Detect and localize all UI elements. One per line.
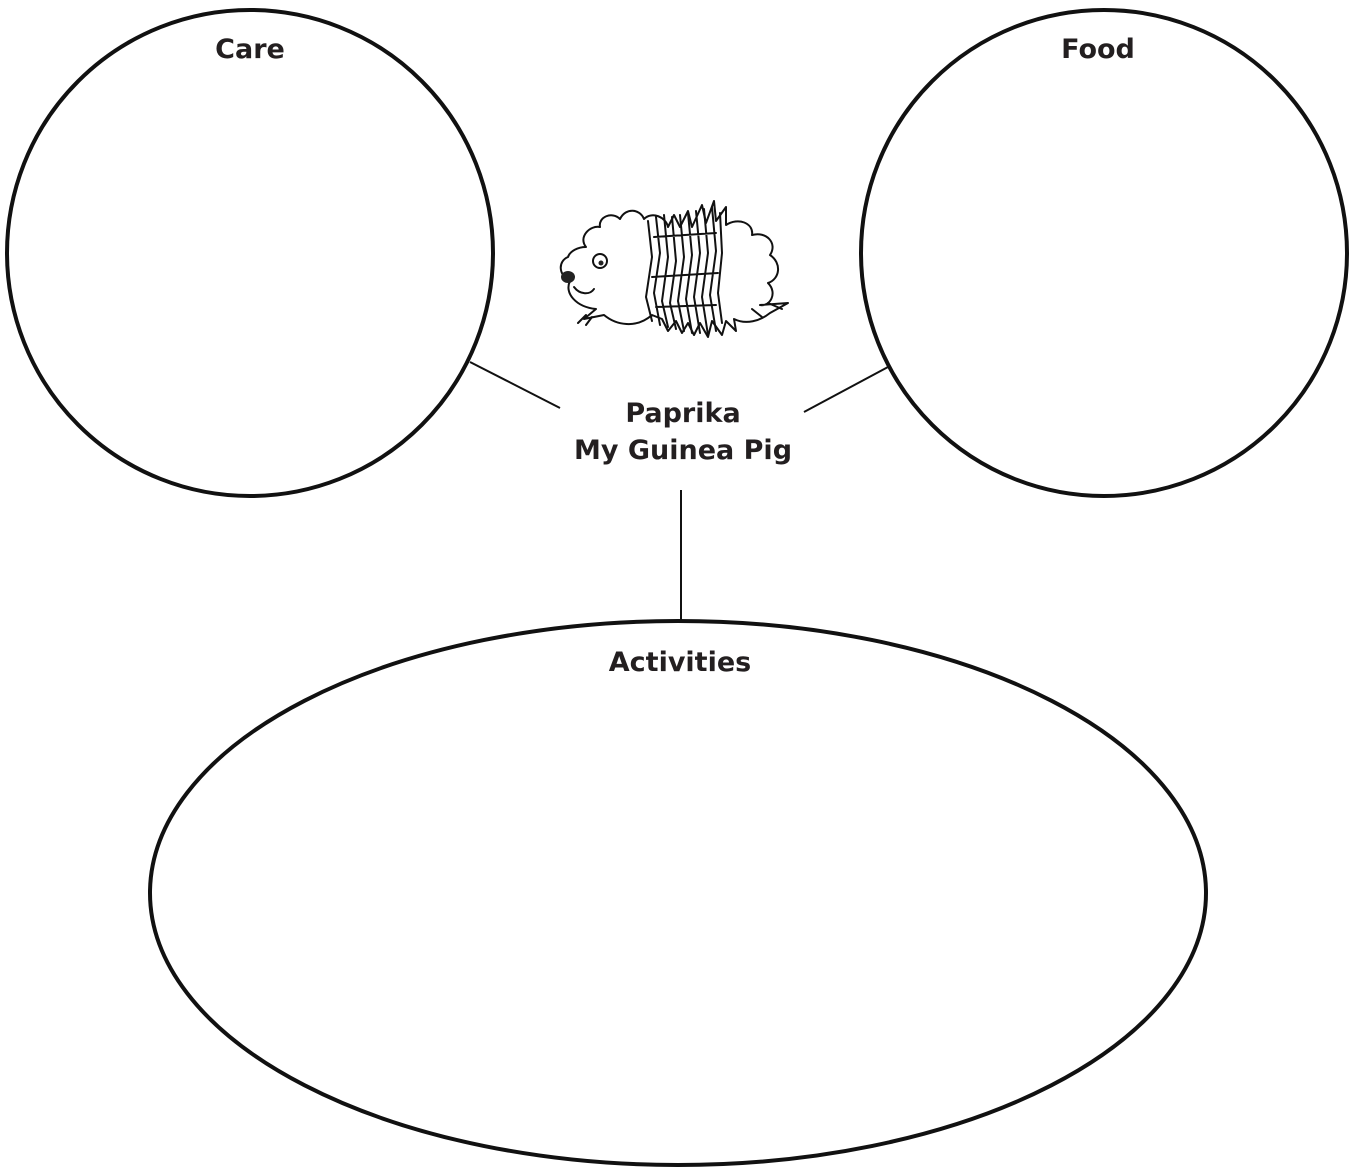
fur-band bbox=[645, 206, 723, 336]
center-topic: Paprika My Guinea Pig bbox=[574, 398, 792, 466]
center-title-line1: Paprika bbox=[625, 398, 740, 429]
connector-care bbox=[469, 361, 561, 409]
food-circle bbox=[859, 8, 1349, 498]
care-circle bbox=[5, 8, 495, 498]
pupil bbox=[598, 260, 604, 266]
center-title-line2: My Guinea Pig bbox=[574, 435, 792, 466]
smile bbox=[573, 286, 595, 295]
guinea-pig-illustration bbox=[559, 200, 789, 338]
care-bubble[interactable]: Care bbox=[5, 8, 495, 498]
connector-food bbox=[803, 366, 889, 413]
eye-icon bbox=[592, 253, 608, 269]
activities-bubble[interactable]: Activities bbox=[148, 619, 1208, 1167]
feet bbox=[577, 302, 783, 326]
activities-oval bbox=[148, 619, 1208, 1167]
guinea-pig-outline bbox=[559, 200, 789, 338]
food-label: Food bbox=[1061, 34, 1135, 65]
activities-label: Activities bbox=[609, 647, 751, 678]
care-label: Care bbox=[215, 34, 285, 65]
nose-icon bbox=[561, 271, 575, 283]
food-bubble[interactable]: Food bbox=[859, 8, 1349, 498]
